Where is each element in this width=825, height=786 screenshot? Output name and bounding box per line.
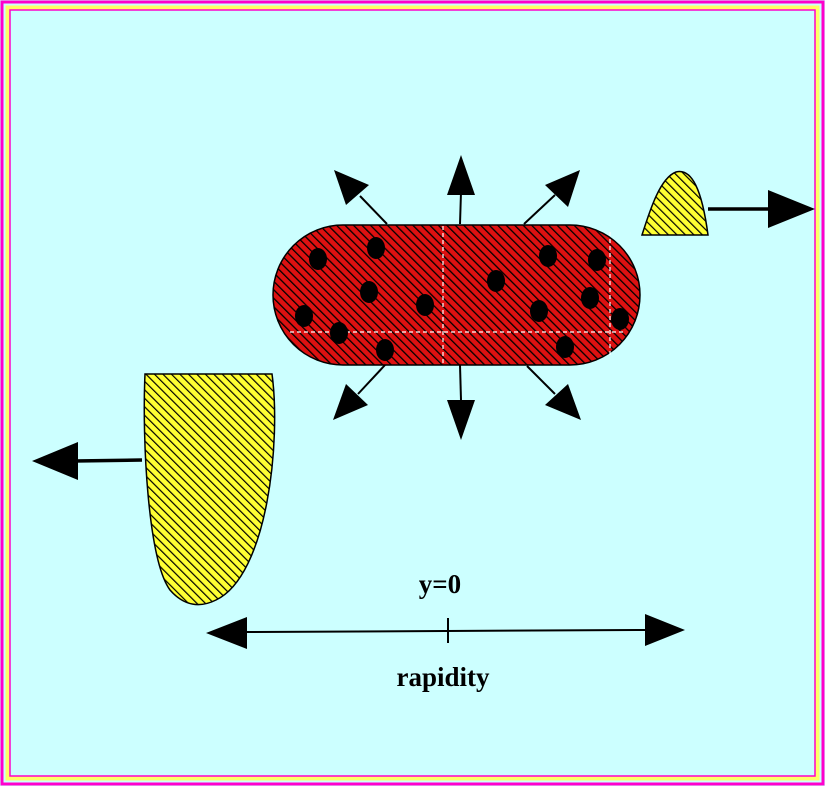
left-fragment-arrow	[74, 460, 142, 461]
axis-label: rapidity	[396, 662, 490, 692]
midrapidity-label: y=0	[419, 569, 461, 599]
